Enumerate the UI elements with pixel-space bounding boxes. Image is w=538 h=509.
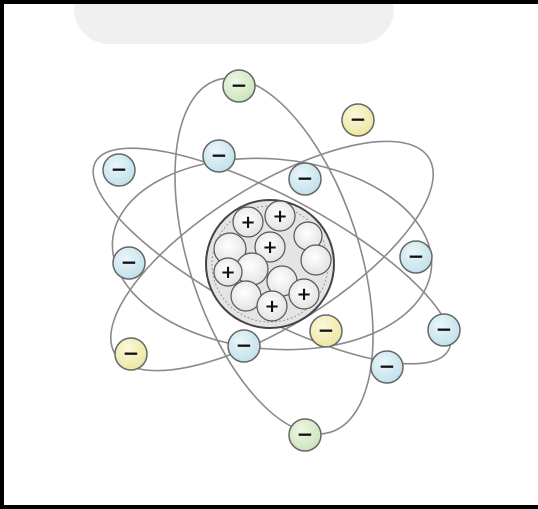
electron-sign: − <box>297 422 314 446</box>
proton: + <box>233 207 263 237</box>
nucleus: + + + + + + <box>206 200 334 328</box>
electron-sign: − <box>436 317 453 341</box>
electron-sign: − <box>123 341 140 365</box>
electron-sign: − <box>350 107 367 131</box>
electron-blue: − <box>371 351 403 383</box>
electron-sign: − <box>408 244 425 268</box>
watermark <box>74 4 394 44</box>
electron-blue: − <box>428 314 460 346</box>
proton-sign: + <box>296 284 311 305</box>
electron-green: − <box>289 419 321 451</box>
electron-sign: − <box>318 318 335 342</box>
electron-blue: − <box>203 140 235 172</box>
electron-sign: − <box>231 73 248 97</box>
electron-blue: − <box>103 154 135 186</box>
proton-sign: + <box>262 237 277 258</box>
atom-diagram: + + + + + + − − − − − − − − − − − − − <box>4 4 538 509</box>
electron-green: − <box>223 70 255 102</box>
electron-yellow: − <box>310 315 342 347</box>
electron-sign: − <box>121 250 138 274</box>
proton-sign: + <box>264 296 279 317</box>
electron-yellow: − <box>342 104 374 136</box>
proton-sign: + <box>220 262 235 283</box>
electron-sign: − <box>236 333 253 357</box>
electron-blue: − <box>289 163 321 195</box>
electron-blue: − <box>400 241 432 273</box>
proton-sign: + <box>240 212 255 233</box>
proton: + <box>257 291 287 321</box>
electron-sign: − <box>297 166 314 190</box>
electron-yellow: − <box>115 338 147 370</box>
electron-sign: − <box>379 354 396 378</box>
proton: + <box>289 279 319 309</box>
proton-sign: + <box>272 206 287 227</box>
proton: + <box>214 258 242 286</box>
electron-sign: − <box>111 157 128 181</box>
electron-sign: − <box>211 143 228 167</box>
electron-blue: − <box>228 330 260 362</box>
electron-blue: − <box>113 247 145 279</box>
neutron <box>301 245 331 275</box>
proton: + <box>265 201 295 231</box>
